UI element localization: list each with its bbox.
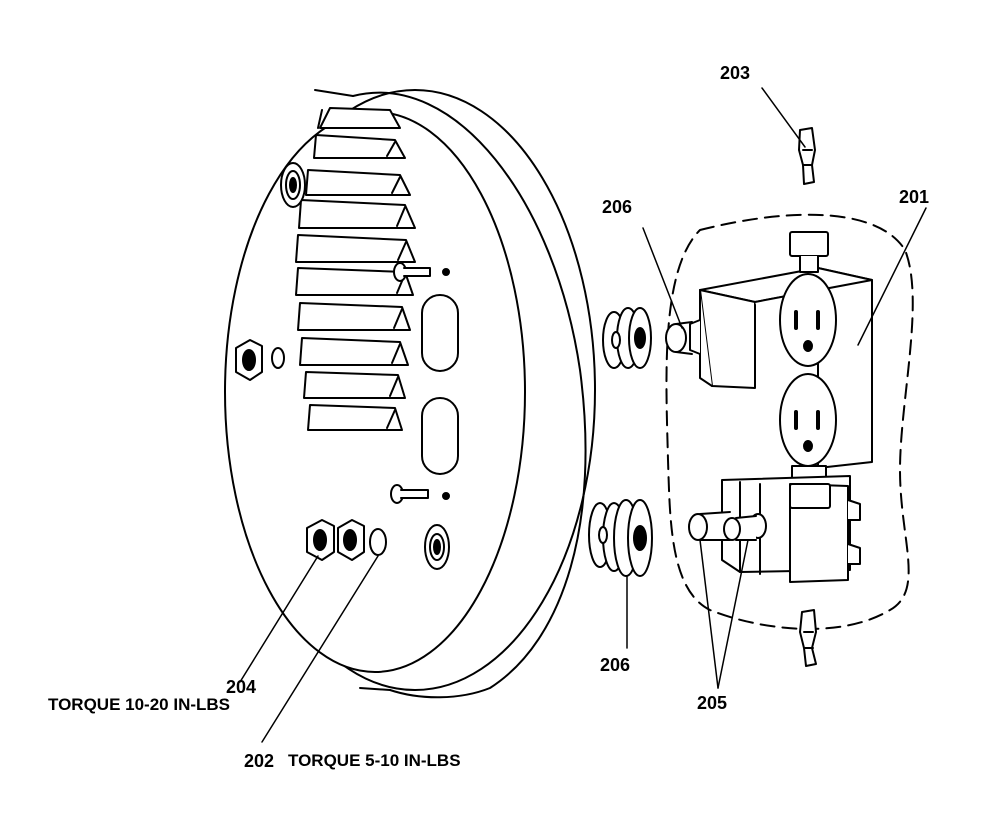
torque-note-202: TORQUE 5-10 IN-LBS	[288, 751, 461, 770]
nut-204-a	[306, 519, 335, 561]
leader-204	[239, 555, 319, 683]
hole-dot-upper	[442, 268, 450, 276]
screw-upper	[393, 262, 431, 282]
vent-louver	[295, 234, 416, 263]
torque-note-204: TORQUE 10-20 IN-LBS	[48, 695, 231, 714]
vent-louver	[303, 371, 406, 399]
screw-lower	[390, 484, 429, 504]
vent-louver-edge	[386, 141, 396, 157]
switch-toggle-a	[688, 511, 731, 541]
leader-203	[761, 87, 806, 148]
assembly-dashed-outline	[665, 213, 914, 630]
mounting-clip-top	[798, 127, 816, 185]
vent-louver-edge	[393, 308, 403, 329]
seal-washer-upper	[602, 307, 652, 369]
terminal-screw-upper	[665, 319, 701, 355]
switch-toggle-b	[723, 515, 757, 541]
grommet-bottom-right	[424, 524, 450, 570]
vent-louvers	[295, 107, 416, 431]
leader-205-b	[717, 539, 749, 689]
nut-left-side	[235, 339, 263, 381]
callout-206-top: 206	[602, 197, 633, 217]
leader-202	[261, 555, 379, 743]
hole-small-left	[271, 347, 285, 369]
vent-louver	[295, 267, 414, 296]
vent-louver	[298, 199, 416, 229]
callout-205: 205	[697, 693, 728, 713]
leader-201	[857, 207, 927, 346]
receptacle-opening-upper	[421, 294, 459, 372]
vent-louver	[307, 404, 403, 431]
callout-201: 201	[899, 187, 930, 207]
grommet-top-left	[280, 162, 306, 208]
mounting-clip-bottom	[799, 609, 817, 667]
vent-louver-edge	[386, 409, 396, 429]
vent-louver	[297, 302, 411, 331]
nut-204-b	[337, 519, 365, 561]
vent-louver-edge	[389, 376, 399, 397]
vent-louver	[313, 134, 406, 159]
vent-louver-edge	[397, 241, 407, 261]
vent-louver-edge	[396, 206, 406, 227]
receptacle-opening-lower	[421, 397, 459, 475]
vent-louver-edge	[391, 176, 401, 194]
vent-louver	[299, 337, 409, 366]
callout-206-bottom: 206	[600, 655, 631, 675]
leader-205-a	[699, 539, 719, 689]
callout-202: 202	[244, 751, 275, 771]
switch-assembly	[688, 475, 861, 583]
callout-204: 204	[226, 677, 257, 697]
vent-louver-edge	[391, 343, 401, 364]
callout-203: 203	[720, 63, 751, 83]
hole-dot-lower	[442, 492, 450, 500]
duplex-receptacle	[665, 231, 873, 479]
vent-louver	[305, 169, 411, 196]
leader-lines	[239, 87, 927, 743]
seal-washer-lower	[588, 499, 653, 577]
leader-206-top	[642, 227, 683, 329]
hole-202	[369, 528, 387, 556]
